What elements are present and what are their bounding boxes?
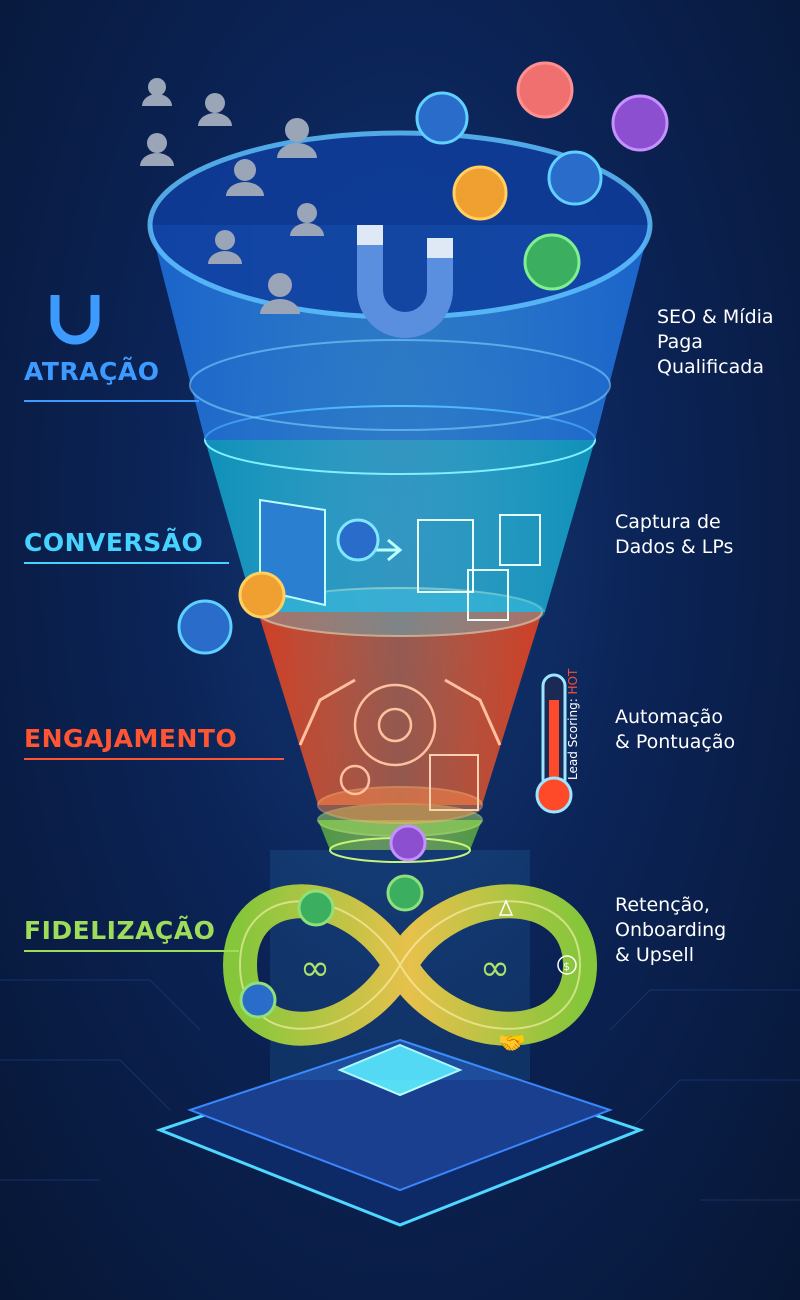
description-line: Onboarding [615, 919, 727, 941]
svg-text:∞: ∞ [480, 948, 510, 989]
divider [24, 758, 284, 760]
stage-description-atracao: SEO & Mídia Paga Qualificada [657, 305, 774, 380]
handshake-icon: 🤝 [498, 1031, 525, 1056]
form-icon [429, 754, 479, 811]
stage-label-engajamento: ENGAJAMENTO [24, 724, 238, 753]
book-icon [499, 514, 541, 566]
description-line: Paga [657, 331, 703, 353]
user-icon [140, 78, 324, 314]
gear-icon [339, 683, 437, 796]
svg-text:∞: ∞ [300, 948, 330, 989]
svg-text:$: $ [563, 960, 570, 973]
svg-text:🤝: 🤝 [498, 1031, 525, 1056]
divider [24, 562, 229, 564]
lead-scoring-value: HOT [566, 668, 580, 695]
money-hand-icon: $ [557, 955, 577, 975]
chip-platform-icon [155, 1038, 645, 1227]
description-line: Automação [615, 706, 723, 728]
rocket-icon [498, 899, 514, 916]
description-line: Qualificada [657, 356, 764, 378]
magnet-icon [50, 295, 100, 345]
description-line: Retenção, [615, 894, 710, 916]
description-line: Captura de [615, 511, 721, 533]
description-line: & Pontuação [615, 731, 736, 753]
stage-description-engajamento: Automação & Pontuação [615, 705, 735, 755]
divider [24, 950, 239, 952]
description-line: SEO & Mídia [657, 306, 774, 328]
infinity-icon: ∞ ∞ [223, 884, 597, 1046]
form-icon [417, 519, 509, 621]
description-line: Dados & LPs [615, 536, 734, 558]
lead-scoring-label: Lead Scoring: HOT [566, 669, 580, 780]
magnet-icon [357, 225, 453, 338]
thermometer-icon [535, 673, 573, 814]
avatar-icon [177, 61, 669, 1019]
stage-label-conversao: CONVERSÃO [24, 528, 204, 557]
stage-label-fidelizacao: FIDELIZAÇÃO [24, 916, 216, 945]
robot-arm-icon [298, 678, 502, 746]
lead-scoring-prefix: Lead Scoring: [566, 694, 580, 780]
stage-label-atracao: ATRAÇÃO [24, 357, 160, 386]
description-line: & Upsell [615, 944, 694, 966]
divider [24, 400, 199, 402]
stage-description-fidelizacao: Retenção, Onboarding & Upsell [615, 893, 726, 968]
stage-description-conversao: Captura de Dados & LPs [615, 510, 733, 560]
circuit-lines [0, 979, 800, 1201]
